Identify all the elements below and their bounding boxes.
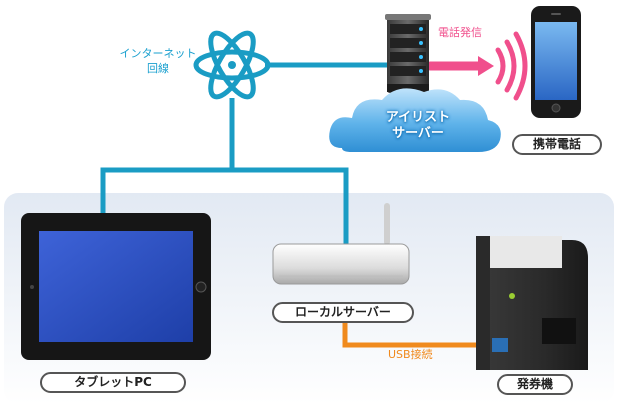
cloud-server-label: アイリスト サーバー bbox=[372, 110, 464, 142]
internet-label: インターネット 回線 bbox=[96, 46, 220, 76]
cloud-server-label-line2: サーバー bbox=[392, 126, 444, 141]
usb-connection-label: USB接続 bbox=[388, 348, 433, 361]
internet-label-text: インターネット bbox=[119, 47, 197, 60]
atom-icon bbox=[193, 30, 271, 100]
network-lines bbox=[100, 62, 388, 246]
phone-call-label: 電話発信 bbox=[438, 26, 482, 39]
cloud-icon bbox=[329, 88, 501, 152]
usb-line bbox=[342, 318, 493, 348]
cloud-server-label-line1: アイリスト bbox=[385, 110, 451, 125]
ticket-machine-label: 発券機 bbox=[497, 374, 573, 395]
mobile-phone-label: 携帯電話 bbox=[512, 134, 602, 155]
signal-waves-icon bbox=[425, 31, 528, 101]
router-icon bbox=[272, 203, 410, 285]
smartphone-icon bbox=[531, 6, 581, 118]
tablet-pc-label: タブレットPC bbox=[40, 372, 186, 393]
server-rack-icon bbox=[385, 14, 431, 93]
tablet-icon bbox=[21, 213, 211, 360]
ticket-printer-icon bbox=[476, 236, 588, 370]
internet-line-label-text: 回線 bbox=[147, 62, 169, 75]
lan-branch-line bbox=[100, 167, 349, 246]
local-server-label: ローカルサーバー bbox=[272, 302, 414, 323]
